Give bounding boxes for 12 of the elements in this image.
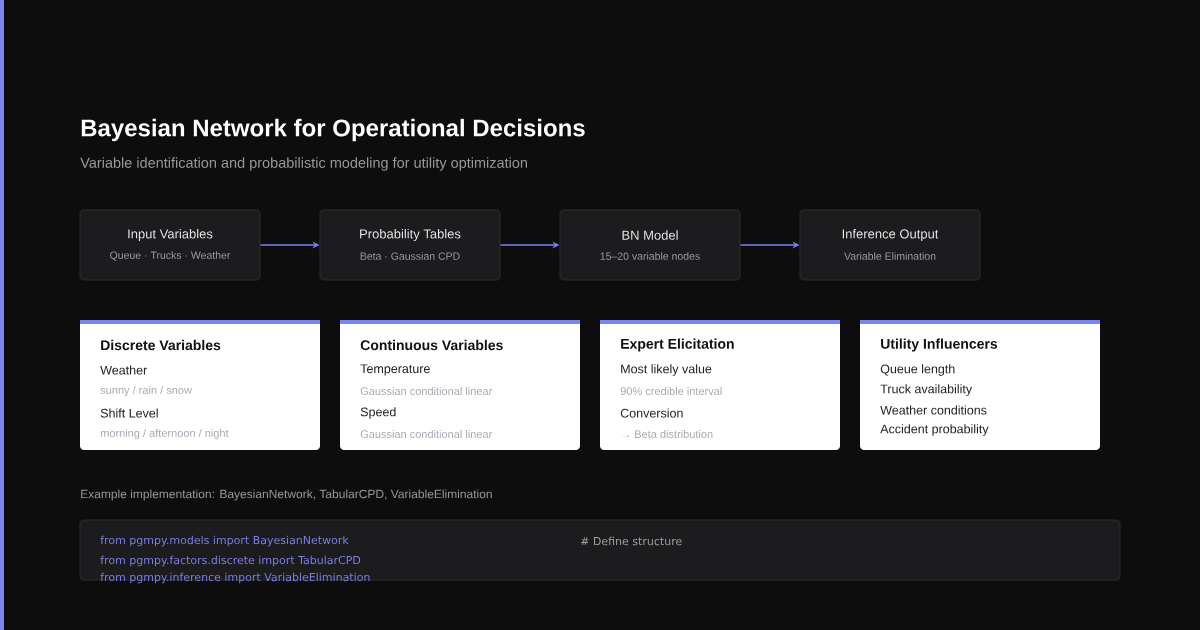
subtitle: Variable identification and probabilistic modeling for utility optimization: [80, 157, 527, 171]
title: Bayesian Network for Operational Decisions: [81, 118, 585, 142]
info-card: Utility Influencers Queue length Truck availability Weather conditions Accident probability: [860, 320, 1100, 450]
process-box: BN Model 15–20 variable nodes: [559, 209, 741, 281]
info-card: Expert Elicitation Most likely value 90% credible interval Conversion → Beta distribution: [600, 320, 840, 450]
process-box: Inference Output Variable Elimination: [799, 209, 981, 281]
info-card: Continuous Variables Temperature Gaussian conditional linear Speed Gaussian conditional linear: [340, 320, 580, 450]
code-block: from pgmpy.models import BayesianNetwork from pgmpy.factors.discrete import TabularCPD from pgmpy.inference import VariableElimination # Define structure: [79, 519, 1121, 584]
process-box: Probability Tables Beta · Gaussian CPD: [319, 209, 501, 281]
caption-text: Example implementation: BayesianNetwork, TabularCPD, VariableElimination: [81, 489, 492, 501]
process-box: Input Variables Queue · Trucks · Weather: [79, 209, 261, 281]
info-card: Discrete Variables Weather sunny / rain / snow Shift Level morning / afternoon / night: [80, 320, 320, 450]
